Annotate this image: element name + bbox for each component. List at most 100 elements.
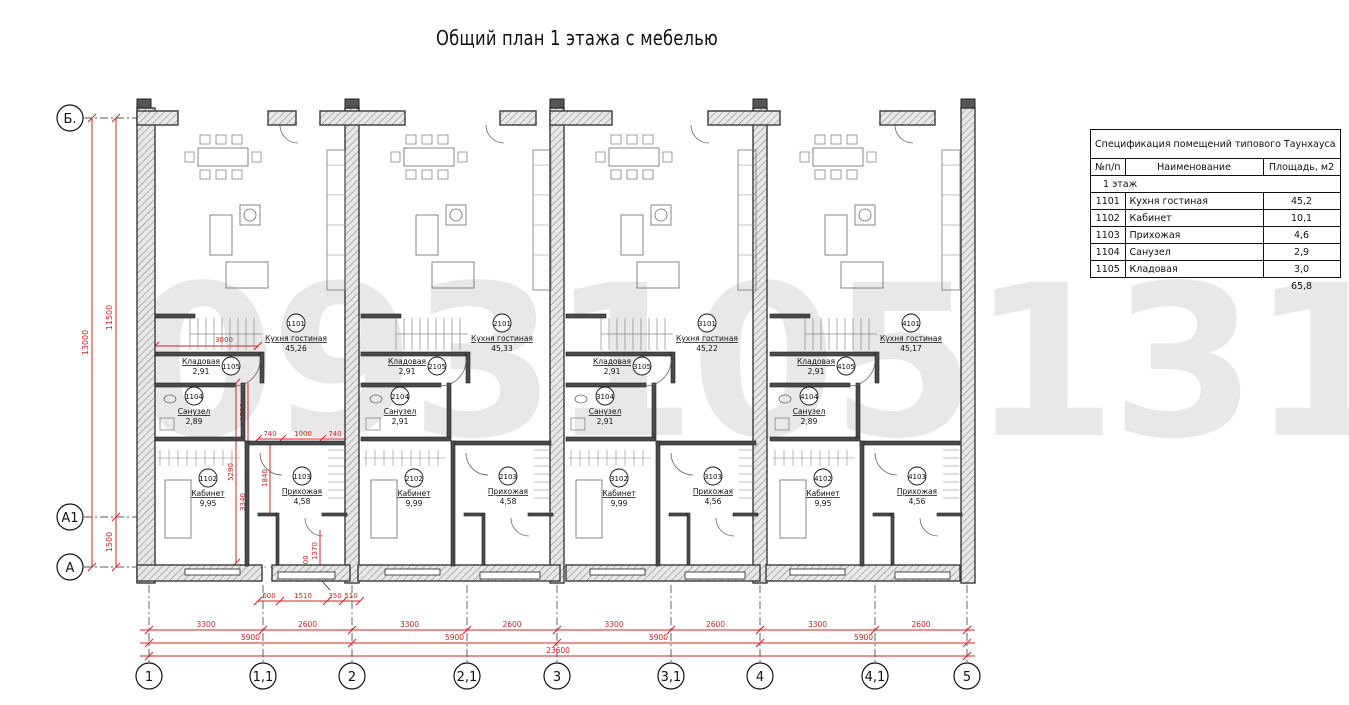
chair <box>866 151 877 163</box>
dimension-tick <box>347 638 357 648</box>
dining-table <box>197 147 249 167</box>
partition <box>565 436 657 442</box>
spec-header-num: №п/п <box>1090 158 1126 176</box>
door-swing <box>894 124 914 144</box>
room-number: 2101 <box>493 320 511 328</box>
room-name: Кабинет <box>602 489 636 498</box>
dimension-text: 1510 <box>294 592 312 600</box>
door-swing <box>670 452 694 476</box>
axis-label: А1 <box>61 511 78 526</box>
axis-bubble <box>56 503 84 531</box>
spec-row-area: 4,6 <box>1262 226 1341 244</box>
axis-label: 3 <box>553 670 561 685</box>
dimension-text: 1000 <box>294 430 312 438</box>
partition <box>855 382 861 438</box>
sink <box>774 417 790 431</box>
dimension-text: 2600 <box>298 620 317 629</box>
partition <box>450 440 552 446</box>
spec-caption: Спецификация помещений типового Таунхаус… <box>1090 129 1341 159</box>
column-cap <box>344 98 360 109</box>
room-number: 2102 <box>405 475 423 483</box>
dimension-text: 600 <box>262 592 275 600</box>
spec-row-name: Кухня гостиная <box>1124 192 1264 210</box>
column-cap <box>960 98 976 109</box>
axis-label: 1 <box>145 670 153 685</box>
partition <box>655 440 661 567</box>
dimension-text: 3340 <box>239 493 247 511</box>
spec-row: 1105 Кладовая 3,0 <box>1090 260 1341 278</box>
dimension-text: 5900 <box>649 633 668 642</box>
axis-label: 3,1 <box>661 670 682 685</box>
room-number: 4104 <box>800 393 818 401</box>
spec-row: 1104 Санузел 2,9 <box>1090 243 1341 261</box>
dimension-text: 350 <box>328 592 341 600</box>
chair <box>799 151 810 163</box>
room-number: 3103 <box>704 473 722 481</box>
room-number-bubble <box>907 466 927 486</box>
room-area: 2,91 <box>597 417 614 426</box>
toilet <box>574 394 588 404</box>
chair <box>457 151 468 163</box>
chair <box>642 169 654 180</box>
room-name: Прихожая <box>488 487 528 496</box>
room-number-bubble <box>632 356 652 376</box>
room-name: Кухня гостиная <box>880 334 942 343</box>
door-swing <box>485 124 505 144</box>
dimension-text: 11500 <box>105 305 114 330</box>
chair <box>251 151 262 163</box>
spec-row-num: 1101 <box>1090 192 1126 210</box>
column-cap <box>752 98 768 109</box>
wall <box>960 107 976 584</box>
dimension-text: 2600 <box>911 620 930 629</box>
chair <box>626 169 638 180</box>
dimension-tick <box>355 596 365 606</box>
room-number-bubble <box>813 468 833 488</box>
dimension-text: 300 <box>302 555 310 568</box>
dimension-tick <box>962 638 972 648</box>
dimension-tick <box>111 113 121 123</box>
room-area: 9,95 <box>200 499 217 508</box>
room-area: 2,91 <box>604 367 621 376</box>
room-area: 2,91 <box>392 417 409 426</box>
spec-row-num: 1102 <box>1090 209 1126 227</box>
dimension-text: 1370 <box>311 542 319 560</box>
dimension-tick <box>552 625 562 635</box>
axis-bubble <box>746 662 774 690</box>
dimension-tick <box>258 625 268 635</box>
lamp <box>449 208 463 222</box>
dimension-text: 5900 <box>854 633 873 642</box>
furniture-layer <box>157 124 961 539</box>
door-swing <box>279 124 299 144</box>
room-number-bubble <box>595 386 615 406</box>
room-number-bubble <box>292 466 312 486</box>
room-name: Кухня гостиная <box>265 334 327 343</box>
room-number-bubble <box>609 468 629 488</box>
armchair <box>650 204 672 226</box>
lamp <box>858 208 872 222</box>
spec-row: 1103 Прихожая 4,6 <box>1090 226 1341 244</box>
axis-label: 2 <box>348 670 356 685</box>
axis-bubble <box>953 662 981 690</box>
chair <box>437 169 449 180</box>
partition <box>890 512 895 566</box>
chair <box>830 134 842 145</box>
window <box>184 568 241 576</box>
dining-table <box>812 147 864 167</box>
door-swing <box>439 359 467 387</box>
room-name: Кабинет <box>806 489 840 498</box>
chair <box>215 134 227 145</box>
dimension-text: 740 <box>328 430 341 438</box>
sink <box>570 417 586 431</box>
dimension-tick <box>666 625 676 635</box>
room-area: 9,95 <box>815 499 832 508</box>
partition <box>769 351 876 357</box>
dimension-text: 5290 <box>227 463 235 481</box>
spec-row-num: 1104 <box>1090 243 1126 261</box>
room-area: 4,56 <box>705 497 722 506</box>
room-name: Прихожая <box>693 487 733 496</box>
toilet <box>163 394 177 404</box>
room-name: Кухня гостиная <box>676 334 738 343</box>
partition <box>154 436 246 442</box>
sofa <box>415 214 439 256</box>
